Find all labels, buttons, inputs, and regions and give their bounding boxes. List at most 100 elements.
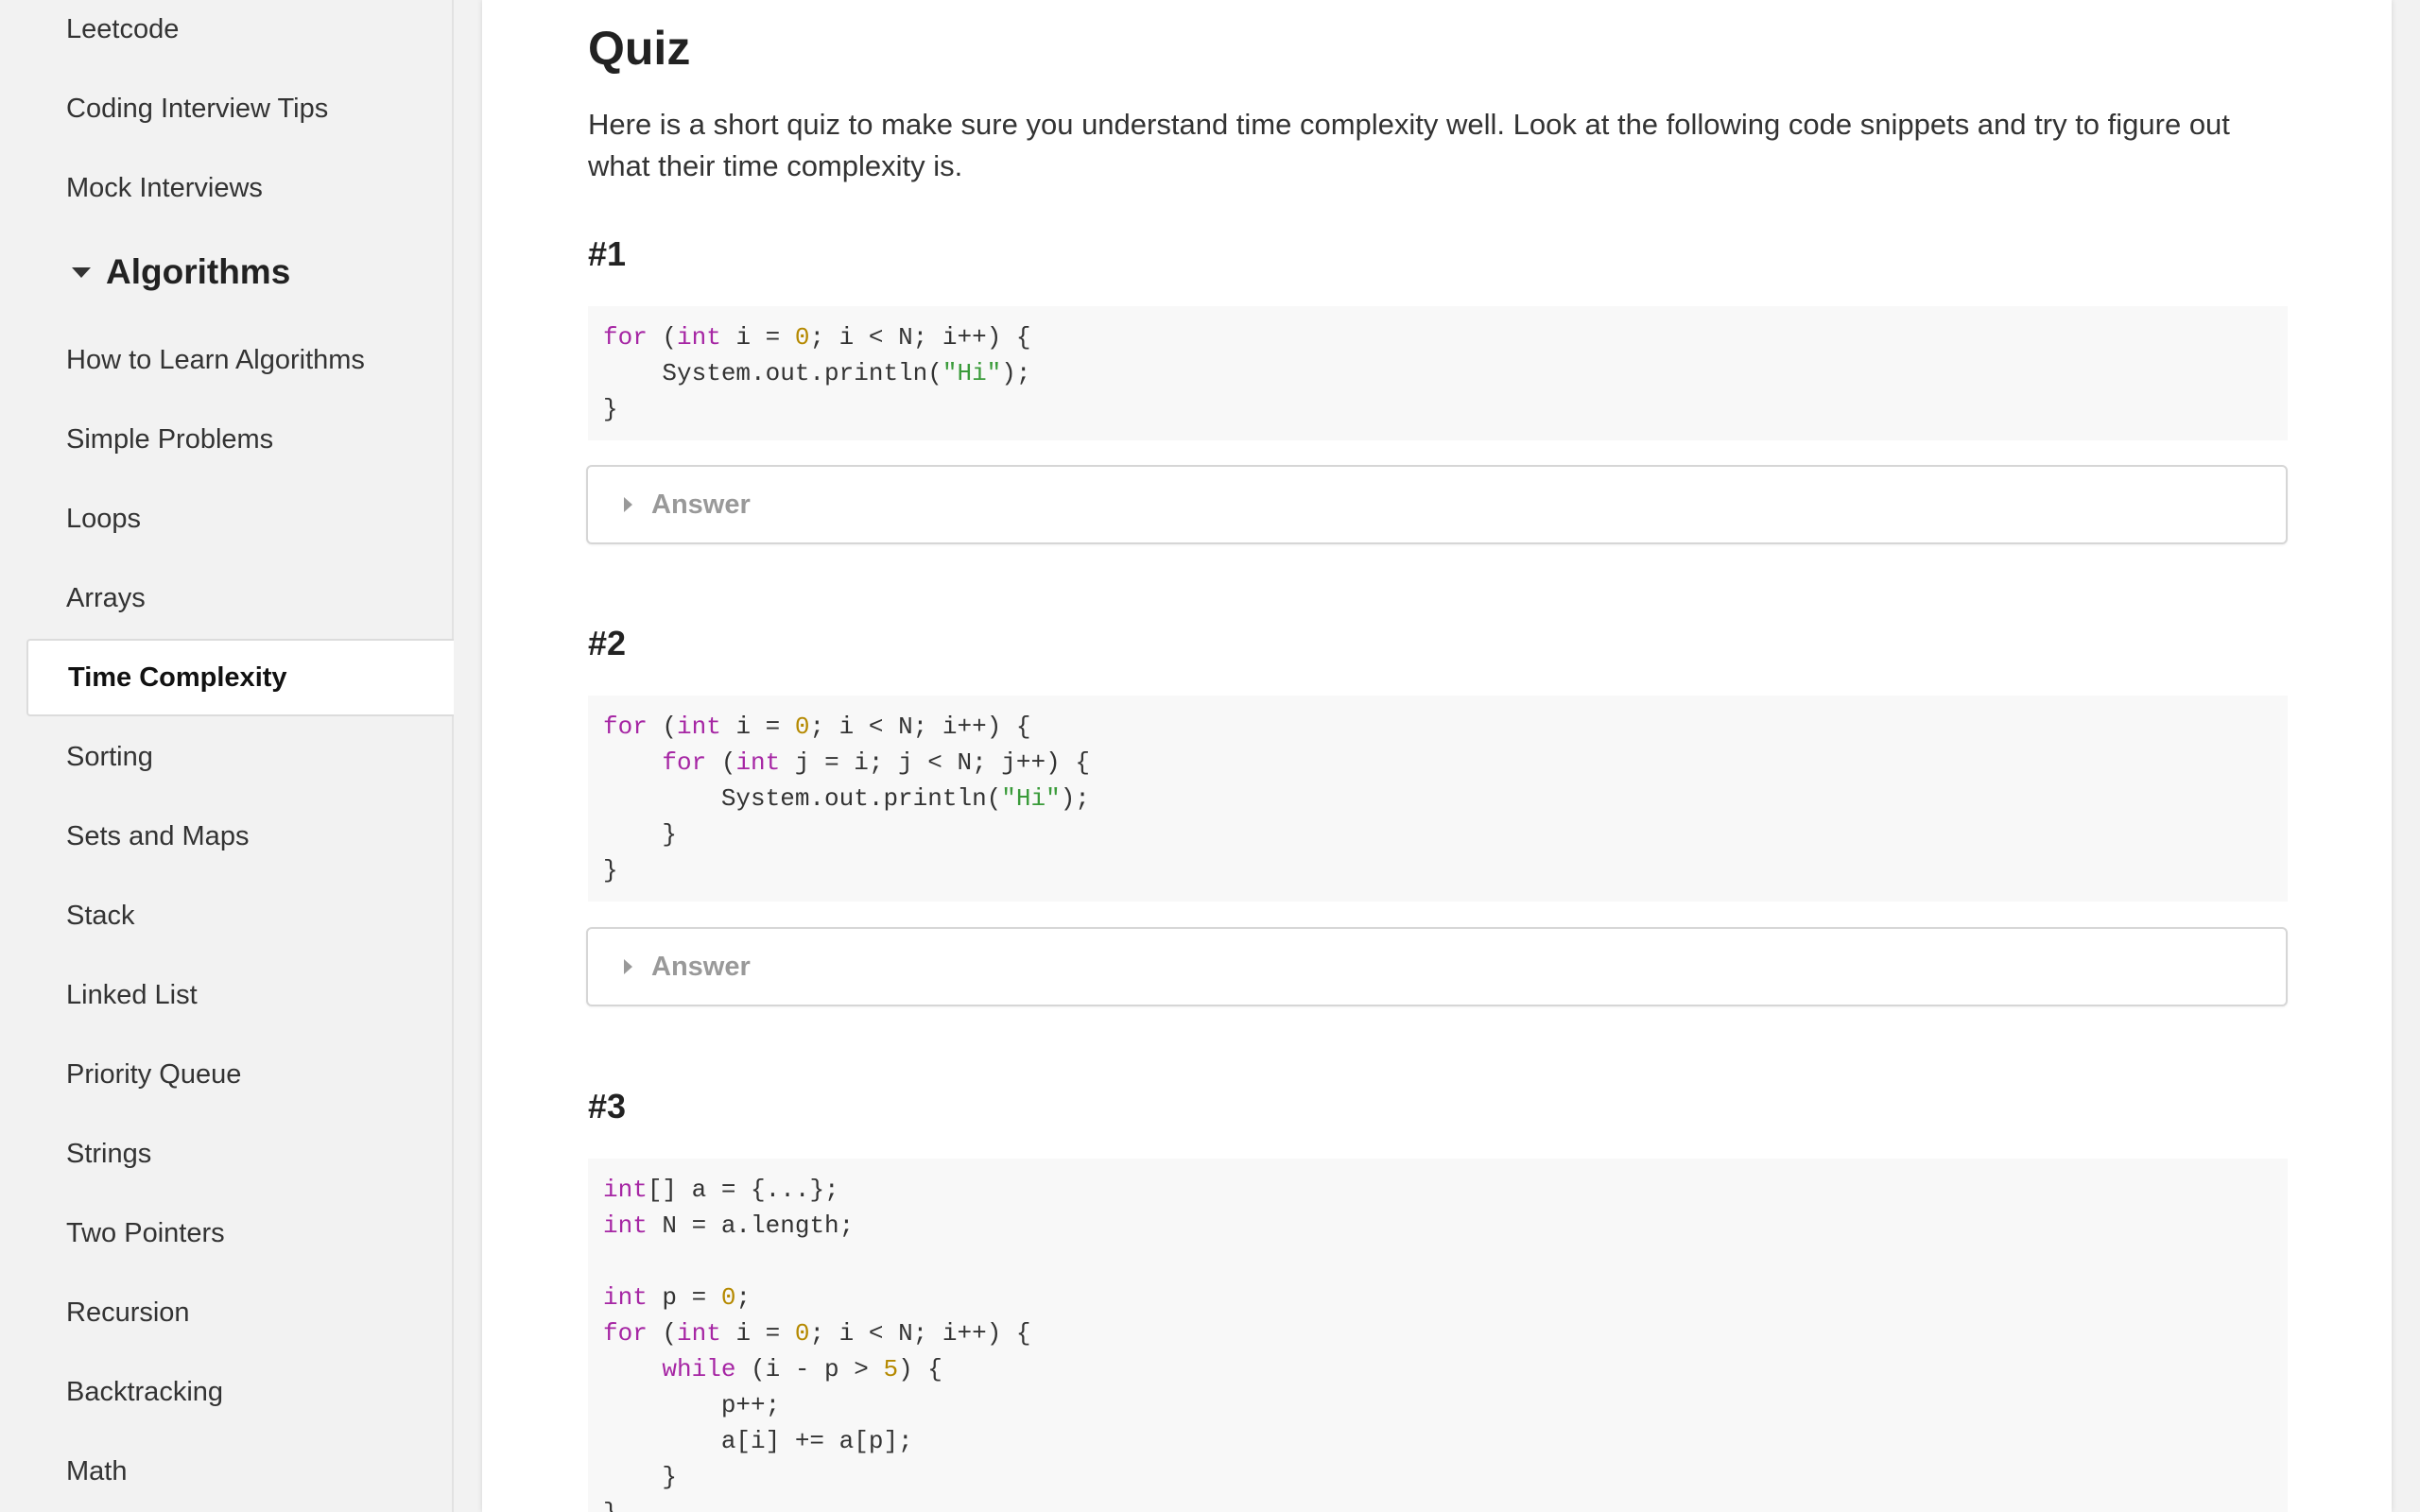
code-token: for [603, 713, 648, 741]
sidebar-item-label: How to Learn Algorithms [66, 344, 365, 375]
code-token: 5 [883, 1355, 899, 1383]
sidebar-item-sorting[interactable]: Sorting [26, 718, 454, 796]
code-token: for [603, 1319, 648, 1348]
question-heading-2: #2 [588, 624, 627, 662]
code-token: ); [1060, 784, 1090, 813]
code-token: int [603, 1176, 648, 1204]
code-token: int [677, 323, 721, 352]
sidebar-item-label: Strings [66, 1138, 152, 1169]
sidebar-item-label: Backtracking [66, 1376, 224, 1407]
sidebar-item-label: Time Complexity [68, 662, 287, 693]
code-token: 0 [720, 1283, 736, 1312]
code-token: for [603, 323, 648, 352]
code-token: for [662, 748, 707, 777]
sidebar-item-time-complexity[interactable]: Time Complexity [26, 639, 454, 716]
code-token [603, 748, 662, 777]
code-token: ); [1001, 359, 1031, 387]
answer-toggle-2[interactable]: Answer [586, 927, 2288, 1006]
sidebar-item-simple-problems[interactable]: Simple Problems [26, 401, 454, 478]
code-token: } [603, 1463, 678, 1491]
code-token: ) { [898, 1355, 942, 1383]
question-heading-3: #3 [588, 1087, 627, 1125]
page-title: Quiz [588, 22, 691, 75]
sidebar-item-label: Linked List [66, 979, 198, 1010]
sidebar-item-backtracking[interactable]: Backtracking [26, 1353, 454, 1431]
sidebar-item-two-pointers[interactable]: Two Pointers [26, 1194, 454, 1272]
code-block-1: for (int i = 0; i < N; i++) { System.out… [588, 306, 2288, 440]
code-token: 0 [794, 713, 810, 741]
sidebar-section-label: Algorithms [106, 252, 291, 291]
answer-toggle-1[interactable]: Answer [586, 465, 2288, 544]
sidebar-item-leetcode[interactable]: Leetcode [26, 0, 454, 68]
code-token: } [603, 1499, 618, 1512]
answer-label: Answer [651, 489, 751, 520]
code-token: int [603, 1283, 648, 1312]
caret-right-icon [624, 959, 632, 974]
code-token: ; [735, 1283, 752, 1312]
code-token: [] a = {...}; [647, 1176, 839, 1204]
code-token: ( [647, 1319, 678, 1348]
sidebar-item-stack[interactable]: Stack [26, 877, 454, 954]
code-token: ; i < N; i++) { [809, 1319, 1031, 1348]
code-token: ; i < N; i++) { [809, 323, 1031, 352]
code-token: p = [647, 1283, 721, 1312]
sidebar-item-label: Simple Problems [66, 423, 274, 455]
sidebar-item-label: Two Pointers [66, 1217, 225, 1248]
code-token: int [735, 748, 781, 777]
sidebar-item-label: Recursion [66, 1297, 190, 1328]
code-token: while [662, 1355, 736, 1383]
sidebar-item-arrays[interactable]: Arrays [26, 559, 454, 637]
sidebar-item-label: Mock Interviews [66, 172, 263, 203]
sidebar: Leetcode Coding Interview Tips Mock Inte… [0, 0, 454, 1512]
code-token: p++; [603, 1391, 781, 1419]
code-token: System.out.println( [603, 359, 942, 387]
sidebar-item-label: Arrays [66, 582, 146, 613]
code-block-3: int[] a = {...}; int N = a.length; int p… [588, 1159, 2288, 1512]
sidebar-item-recursion[interactable]: Recursion [26, 1274, 454, 1351]
code-token: 0 [794, 1319, 810, 1348]
sidebar-item-label: Stack [66, 900, 135, 931]
code-token: } [603, 856, 618, 885]
sidebar-item-label: Math [66, 1455, 128, 1486]
code-token: 0 [794, 323, 810, 352]
code-block-2: for (int i = 0; i < N; i++) { for (int j… [588, 696, 2288, 902]
caret-right-icon [624, 497, 632, 512]
code-token: (i - p > [735, 1355, 884, 1383]
sidebar-section-algorithms[interactable]: Algorithms [72, 244, 290, 301]
code-token: i = [720, 323, 795, 352]
code-token: i = [720, 1319, 795, 1348]
sidebar-item-label: Leetcode [66, 13, 180, 44]
code-token: ( [647, 323, 678, 352]
sidebar-item-how-to-learn-algorithms[interactable]: How to Learn Algorithms [26, 321, 454, 399]
code-token: a[i] += a[p]; [603, 1427, 913, 1455]
code-token: ( [647, 713, 678, 741]
sidebar-item-strings[interactable]: Strings [26, 1115, 454, 1193]
code-token: ; i < N; i++) { [809, 713, 1031, 741]
question-heading-1: #1 [588, 234, 627, 273]
sidebar-item-label: Coding Interview Tips [66, 93, 329, 124]
answer-label: Answer [651, 951, 751, 982]
sidebar-item-label: Loops [66, 503, 142, 534]
code-token: int [677, 1319, 721, 1348]
sidebar-item-label: Sorting [66, 741, 153, 772]
code-token: "Hi" [942, 359, 1002, 387]
code-token: int [603, 1211, 648, 1240]
code-token: int [677, 713, 721, 741]
intro-text: Here is a short quiz to make sure you un… [588, 108, 2230, 182]
sidebar-item-label: Priority Queue [66, 1058, 242, 1090]
sidebar-item-loops[interactable]: Loops [26, 480, 454, 558]
code-token: i = [720, 713, 795, 741]
sidebar-item-sets-and-maps[interactable]: Sets and Maps [26, 798, 454, 875]
main-content: Quiz Here is a short quiz to make sure y… [482, 0, 2392, 1512]
sidebar-item-coding-interview-tips[interactable]: Coding Interview Tips [26, 70, 454, 147]
code-token [603, 1355, 662, 1383]
sidebar-item-mock-interviews[interactable]: Mock Interviews [26, 149, 454, 227]
sidebar-item-linked-list[interactable]: Linked List [26, 956, 454, 1034]
code-token: } [603, 820, 678, 849]
code-token: N = a.length; [647, 1211, 855, 1240]
sidebar-item-math[interactable]: Math [26, 1433, 454, 1510]
code-token: ( [706, 748, 736, 777]
caret-down-icon [72, 266, 91, 278]
code-token: System.out.println( [603, 784, 1002, 813]
sidebar-item-priority-queue[interactable]: Priority Queue [26, 1036, 454, 1113]
